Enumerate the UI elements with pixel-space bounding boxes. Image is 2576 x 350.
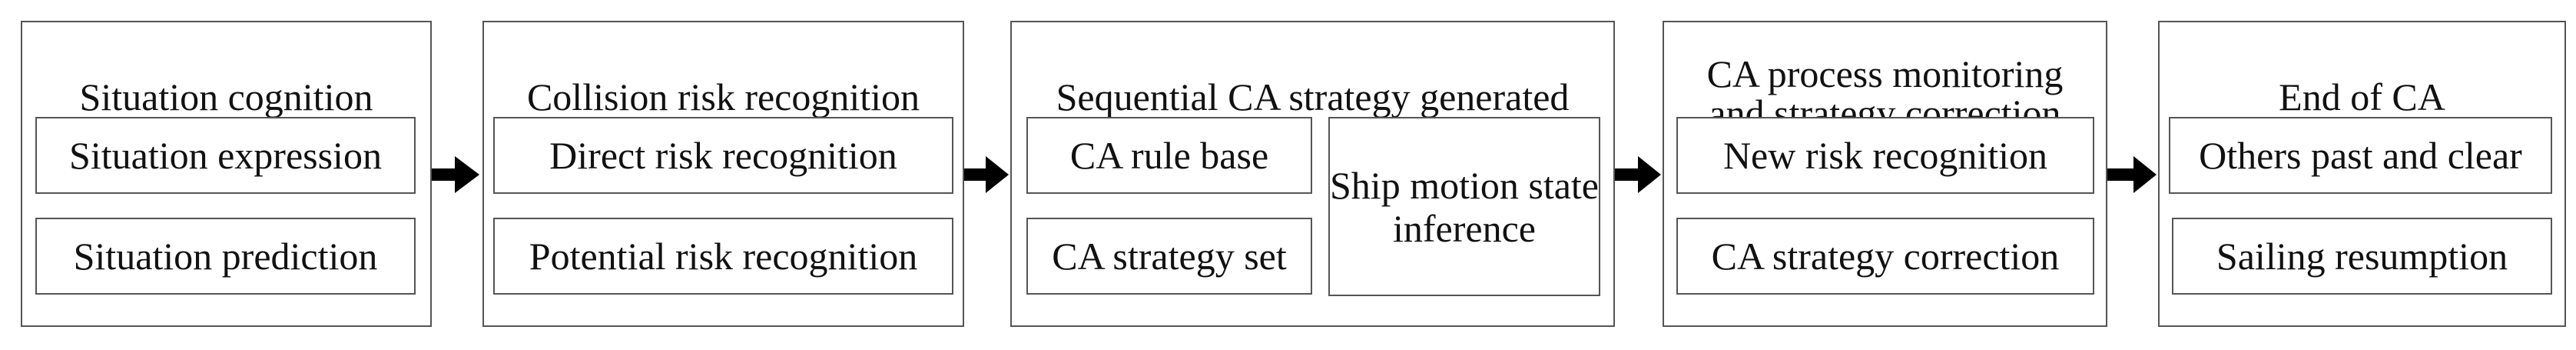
arrow-right-icon [2107,156,2157,193]
step-others-past-and-clear: Others past and clear [2169,117,2552,194]
step-ship-motion-state-inference: Ship motion state inference [1328,117,1600,296]
step-new-risk-recognition: New risk recognition [1676,117,2094,194]
stage-title: Sequential CA strategy generated [1056,75,1570,118]
step-ca-strategy-correction: CA strategy correction [1676,218,2094,295]
stage-title-line-1: CA process monitoring [1706,52,2064,95]
step-sailing-resumption: Sailing resumption [2172,218,2552,295]
stage-title: Collision risk recognition [526,75,920,118]
step-direct-risk-recognition: Direct risk recognition [493,117,953,194]
step-ca-strategy-set: CA strategy set [1026,218,1312,295]
arrow-right-icon [1615,156,1661,193]
step-situation-prediction: Situation prediction [35,218,416,295]
arrow-right-icon [964,156,1009,193]
stage-title: Situation cognition [79,75,373,118]
stage-title: End of CA [2279,75,2445,118]
arrow-right-icon [432,156,479,193]
step-potential-risk-recognition: Potential risk recognition [493,218,953,295]
step-situation-expression: Situation expression [35,117,416,194]
step-ca-rule-base: CA rule base [1026,117,1312,194]
